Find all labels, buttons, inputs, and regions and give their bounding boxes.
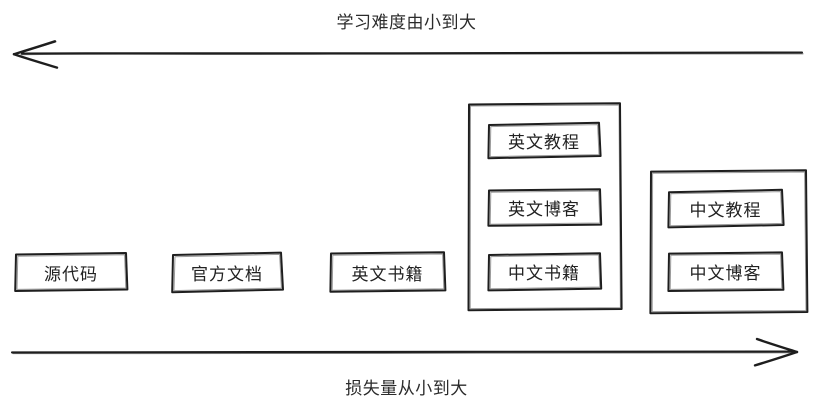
node-label-english-books: 英文书籍 — [351, 264, 424, 285]
node-label-english-blog: 英文博客 — [508, 199, 580, 220]
node-box-official-docs[interactable] — [171, 251, 284, 294]
node-box-english-tutorial[interactable] — [487, 121, 602, 160]
node-box-chinese-tutorial[interactable] — [667, 188, 785, 229]
node-box-chinese-books[interactable] — [487, 252, 603, 292]
node-box-source-code[interactable] — [14, 252, 129, 292]
node-label-official-docs: 官方文档 — [191, 265, 263, 285]
node-label-chinese-blog: 中文博客 — [689, 263, 762, 284]
top-axis-arrow — [12, 40, 804, 69]
bottom-axis-label: 损失量从小到大 — [345, 379, 468, 399]
node-label-chinese-books: 中文书籍 — [508, 264, 580, 284]
node-label-english-tutorial: 英文教程 — [508, 132, 580, 153]
node-box-english-blog[interactable] — [487, 188, 603, 227]
node-box-english-books[interactable] — [329, 251, 447, 293]
node-label-source-code: 源代码 — [44, 264, 98, 285]
node-label-chinese-tutorial: 中文教程 — [689, 201, 762, 221]
node-box-chinese-blog[interactable] — [667, 251, 785, 292]
bottom-axis-arrow — [10, 337, 799, 367]
top-axis-label: 学习难度由小到大 — [336, 13, 477, 33]
